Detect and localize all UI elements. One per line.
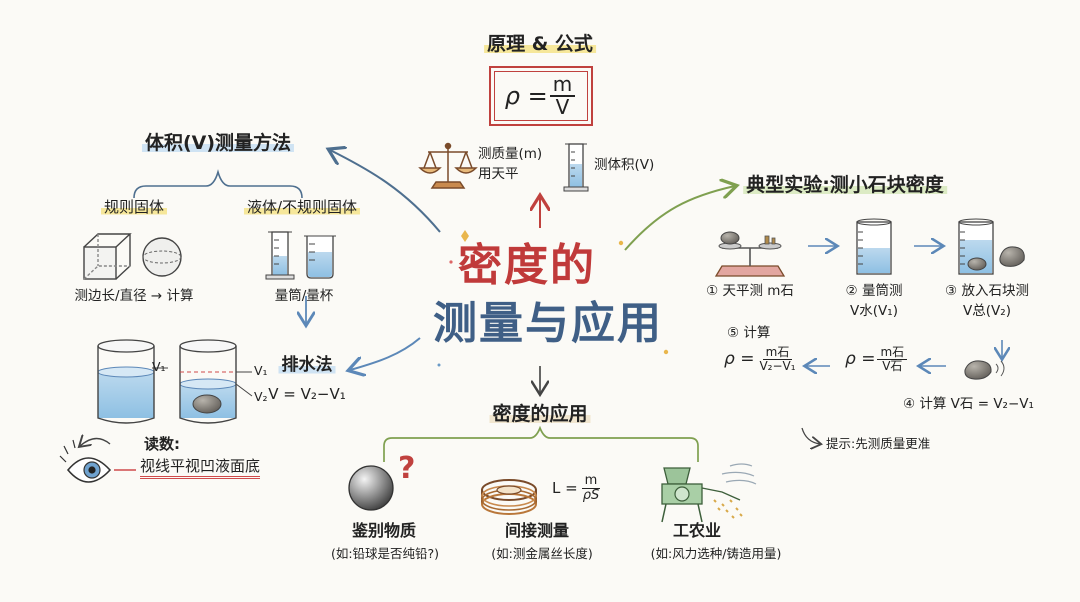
center-title-line1: 密度的 (458, 240, 596, 291)
applications-heading: 密度的应用 (489, 403, 591, 426)
wire-formula-denominator: ρS (582, 487, 600, 503)
principle-heading: 原理 & 公式 (484, 33, 596, 56)
cylinder-water-icon (856, 218, 892, 275)
sphere-icon (142, 237, 182, 277)
cube-icon (83, 233, 132, 280)
cylinder-before-icon (97, 339, 155, 424)
formula-lhs: ρ = (504, 82, 548, 110)
industry-label: 工农业 (672, 521, 722, 540)
reading-heading: 读数: (144, 435, 180, 453)
cylinder-after-icon (179, 339, 237, 424)
final-formula-lhs: ρ = (724, 349, 755, 370)
liquid-irregular-heading: 液体/不规则固体 (243, 198, 361, 216)
final-formula-numerator: m石 (762, 346, 793, 360)
wire-formula-lhs: L = (552, 479, 578, 498)
question-mark-icon: ? (398, 451, 416, 486)
experiment-step4: ④ 计算 V石 = V₂−V₁ (903, 396, 1034, 412)
regular-solid-method: 测边长/直径 → 计算 (74, 288, 194, 304)
center-sparkles (437, 230, 669, 367)
branch-arrow-displacement (350, 337, 421, 370)
identify-example: (如:铅球是否纯铅?) (330, 546, 440, 561)
formula-numerator: m (549, 74, 576, 97)
experiment-step5-label: ⑤ 计算 (727, 325, 771, 341)
applications-bracket (383, 425, 699, 462)
cylinder-label-v1-after: V₁ (254, 363, 268, 378)
experiment-step1: ① 天平测 m石 (706, 283, 794, 299)
industry-example: (如:风力选种/铸造用量) (650, 546, 782, 561)
volume-bracket (133, 169, 303, 199)
test-cylinder-icon (563, 143, 589, 192)
cylinder-label-v1-before: V₁ (152, 359, 166, 374)
identify-label: 鉴别物质 (351, 521, 417, 540)
experiment-tip: 提示:先测质量更准 (826, 436, 931, 451)
mass-tool-line2: 用天平 (478, 166, 519, 182)
mid-formula-denominator: V石 (882, 358, 903, 373)
beaker-icon (304, 235, 336, 279)
indirect-example: (如:测金属丝长度) (491, 546, 593, 561)
reading-tip: 视线平视凹液面底 (140, 457, 261, 479)
center-title-line2: 测量与应用 (433, 298, 663, 349)
experiment-step3-line1: ③ 放入石块测 (945, 283, 1029, 299)
mass-tool-line1: 测质量(m) (478, 146, 543, 162)
cylinder-level-leaders (152, 367, 253, 397)
branch-arrow-experiment (624, 186, 735, 251)
experiment-step2-line2: V水(V₁) (850, 303, 898, 319)
wire-formula-numerator: m (581, 474, 601, 489)
balance-scale-icon (418, 142, 478, 189)
experiment-step2-line1: ② 量筒测 (845, 283, 903, 299)
stone-splash-icon (964, 360, 1005, 380)
graduated-cylinder-icon (265, 231, 295, 280)
liquid-irregular-tools: 量筒/量杯 (274, 288, 334, 304)
final-formula-denominator: V₂−V₁ (759, 358, 796, 373)
mid-formula-numerator: m石 (877, 346, 908, 360)
regular-solid-heading: 规则固体 (100, 198, 168, 216)
displacement-formula: V = V₂−V₁ (268, 385, 346, 403)
branch-arrow-volume (330, 150, 441, 233)
volume-methods-heading: 体积(V)测量方法 (141, 132, 295, 155)
balance-with-stone-icon (714, 231, 786, 277)
cylinder-label-v2: V₂ (254, 389, 268, 404)
formula-denominator: V (555, 95, 570, 119)
displacement-heading: 排水法 (278, 355, 336, 376)
tip-arrow (801, 427, 820, 444)
experiment-heading: 典型实验:测小石块密度 (743, 174, 947, 197)
experiment-step3-line2: V总(V₂) (963, 303, 1011, 319)
sight-arrow (80, 438, 111, 446)
volume-tool-label: 测体积(V) (594, 157, 655, 173)
mid-formula-lhs: ρ = (845, 349, 876, 370)
eye-icon (59, 439, 112, 483)
winnowing-machine-icon (661, 463, 757, 523)
lead-ball-icon (348, 465, 394, 511)
indirect-label: 间接测量 (504, 521, 570, 540)
wire-coil-icon (481, 479, 537, 515)
stone-icon (999, 246, 1025, 267)
cylinder-stone-icon (958, 218, 994, 275)
